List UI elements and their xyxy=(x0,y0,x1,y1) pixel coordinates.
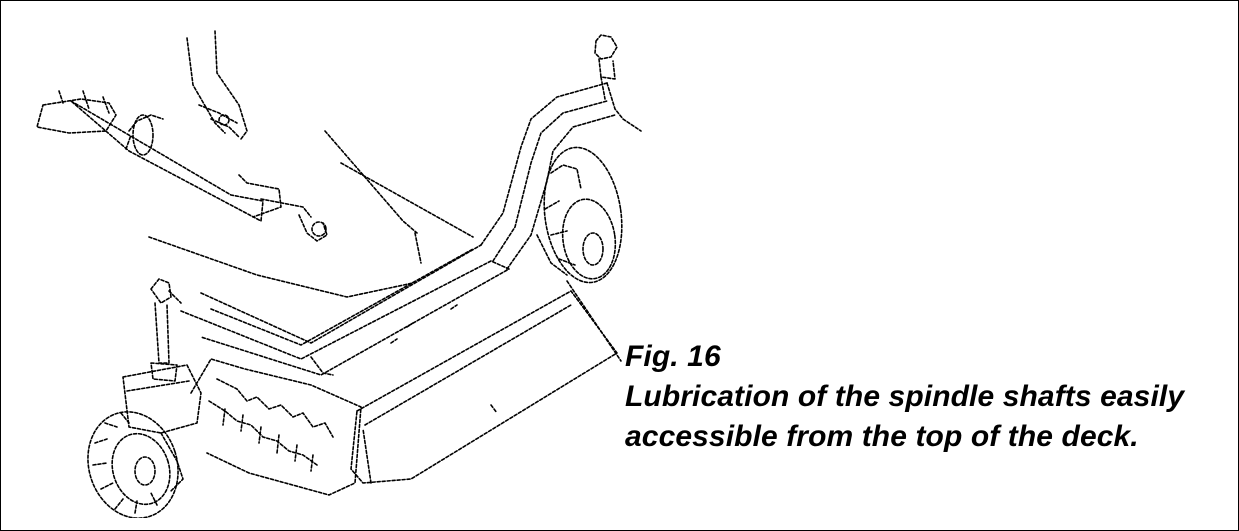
wheel-right xyxy=(543,146,623,284)
wheel-mount-left xyxy=(122,364,202,434)
grease-gun-barrel xyxy=(70,100,264,222)
caption-line-2: accessible from the top of the deck. xyxy=(625,420,1139,453)
figure-label: Fig. 16 xyxy=(625,340,721,373)
deck-underside xyxy=(190,358,362,496)
wheel-left xyxy=(87,411,179,518)
mower-deck-illustration xyxy=(11,13,661,518)
deck-beam-top xyxy=(180,260,510,376)
figure-caption: Fig. 16 Lubrication of the spindle shaft… xyxy=(625,337,1225,457)
grease-gun-handle xyxy=(186,37,226,134)
pointer-line xyxy=(324,130,418,234)
mower-deck-lubrication-icon xyxy=(36,30,642,518)
caption-line-1: Lubrication of the spindle shafts easily xyxy=(625,380,1185,413)
deck-skirt xyxy=(350,290,618,484)
deck-arm-right xyxy=(480,82,608,246)
